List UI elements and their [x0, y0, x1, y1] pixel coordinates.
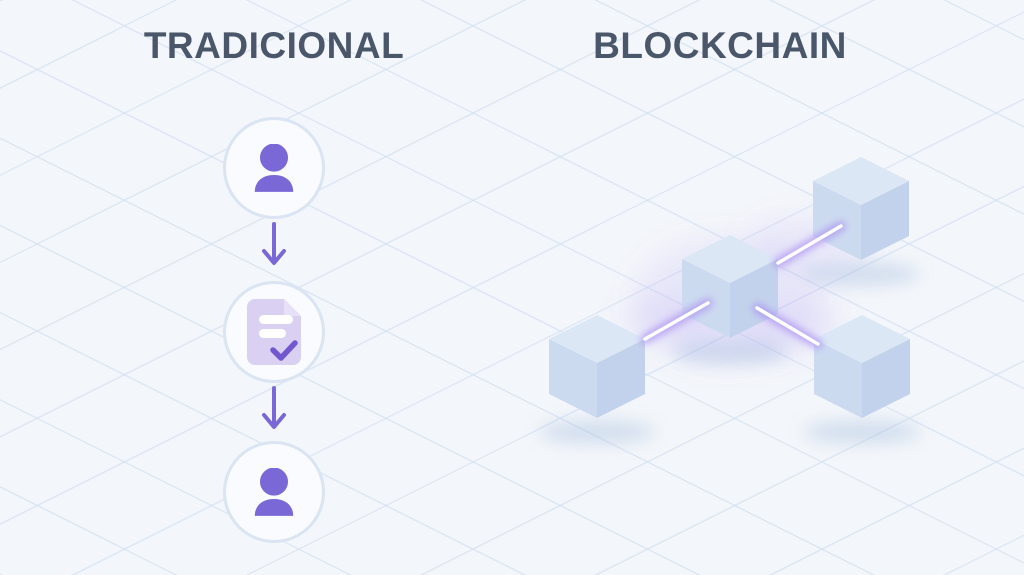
link-center-to-bottom-right	[752, 303, 823, 349]
link-center-to-top-right	[773, 221, 846, 268]
cube-shadows	[539, 262, 920, 444]
person-node-top	[223, 117, 325, 219]
traditional-panel: TRADICIONAL	[0, 25, 548, 543]
person-icon	[254, 468, 294, 516]
down-arrow-icon	[262, 222, 286, 265]
traditional-title: TRADICIONAL	[143, 25, 405, 66]
blockchain-network-graphic	[539, 157, 920, 444]
blockchain-title: BLOCKCHAIN	[593, 25, 847, 66]
person-node-bottom	[223, 441, 325, 543]
blockchain-panel: BLOCKCHAIN	[416, 0, 1024, 575]
document-node	[223, 281, 325, 383]
block-bottom-right	[814, 315, 910, 418]
down-arrow-icon	[262, 386, 286, 429]
traditional-flow	[0, 117, 548, 543]
link-bottom-left-to-center	[640, 298, 713, 344]
document-check-icon	[247, 299, 301, 365]
block-top-right	[813, 157, 909, 260]
person-icon	[254, 144, 294, 192]
block-bottom-left	[549, 315, 645, 418]
